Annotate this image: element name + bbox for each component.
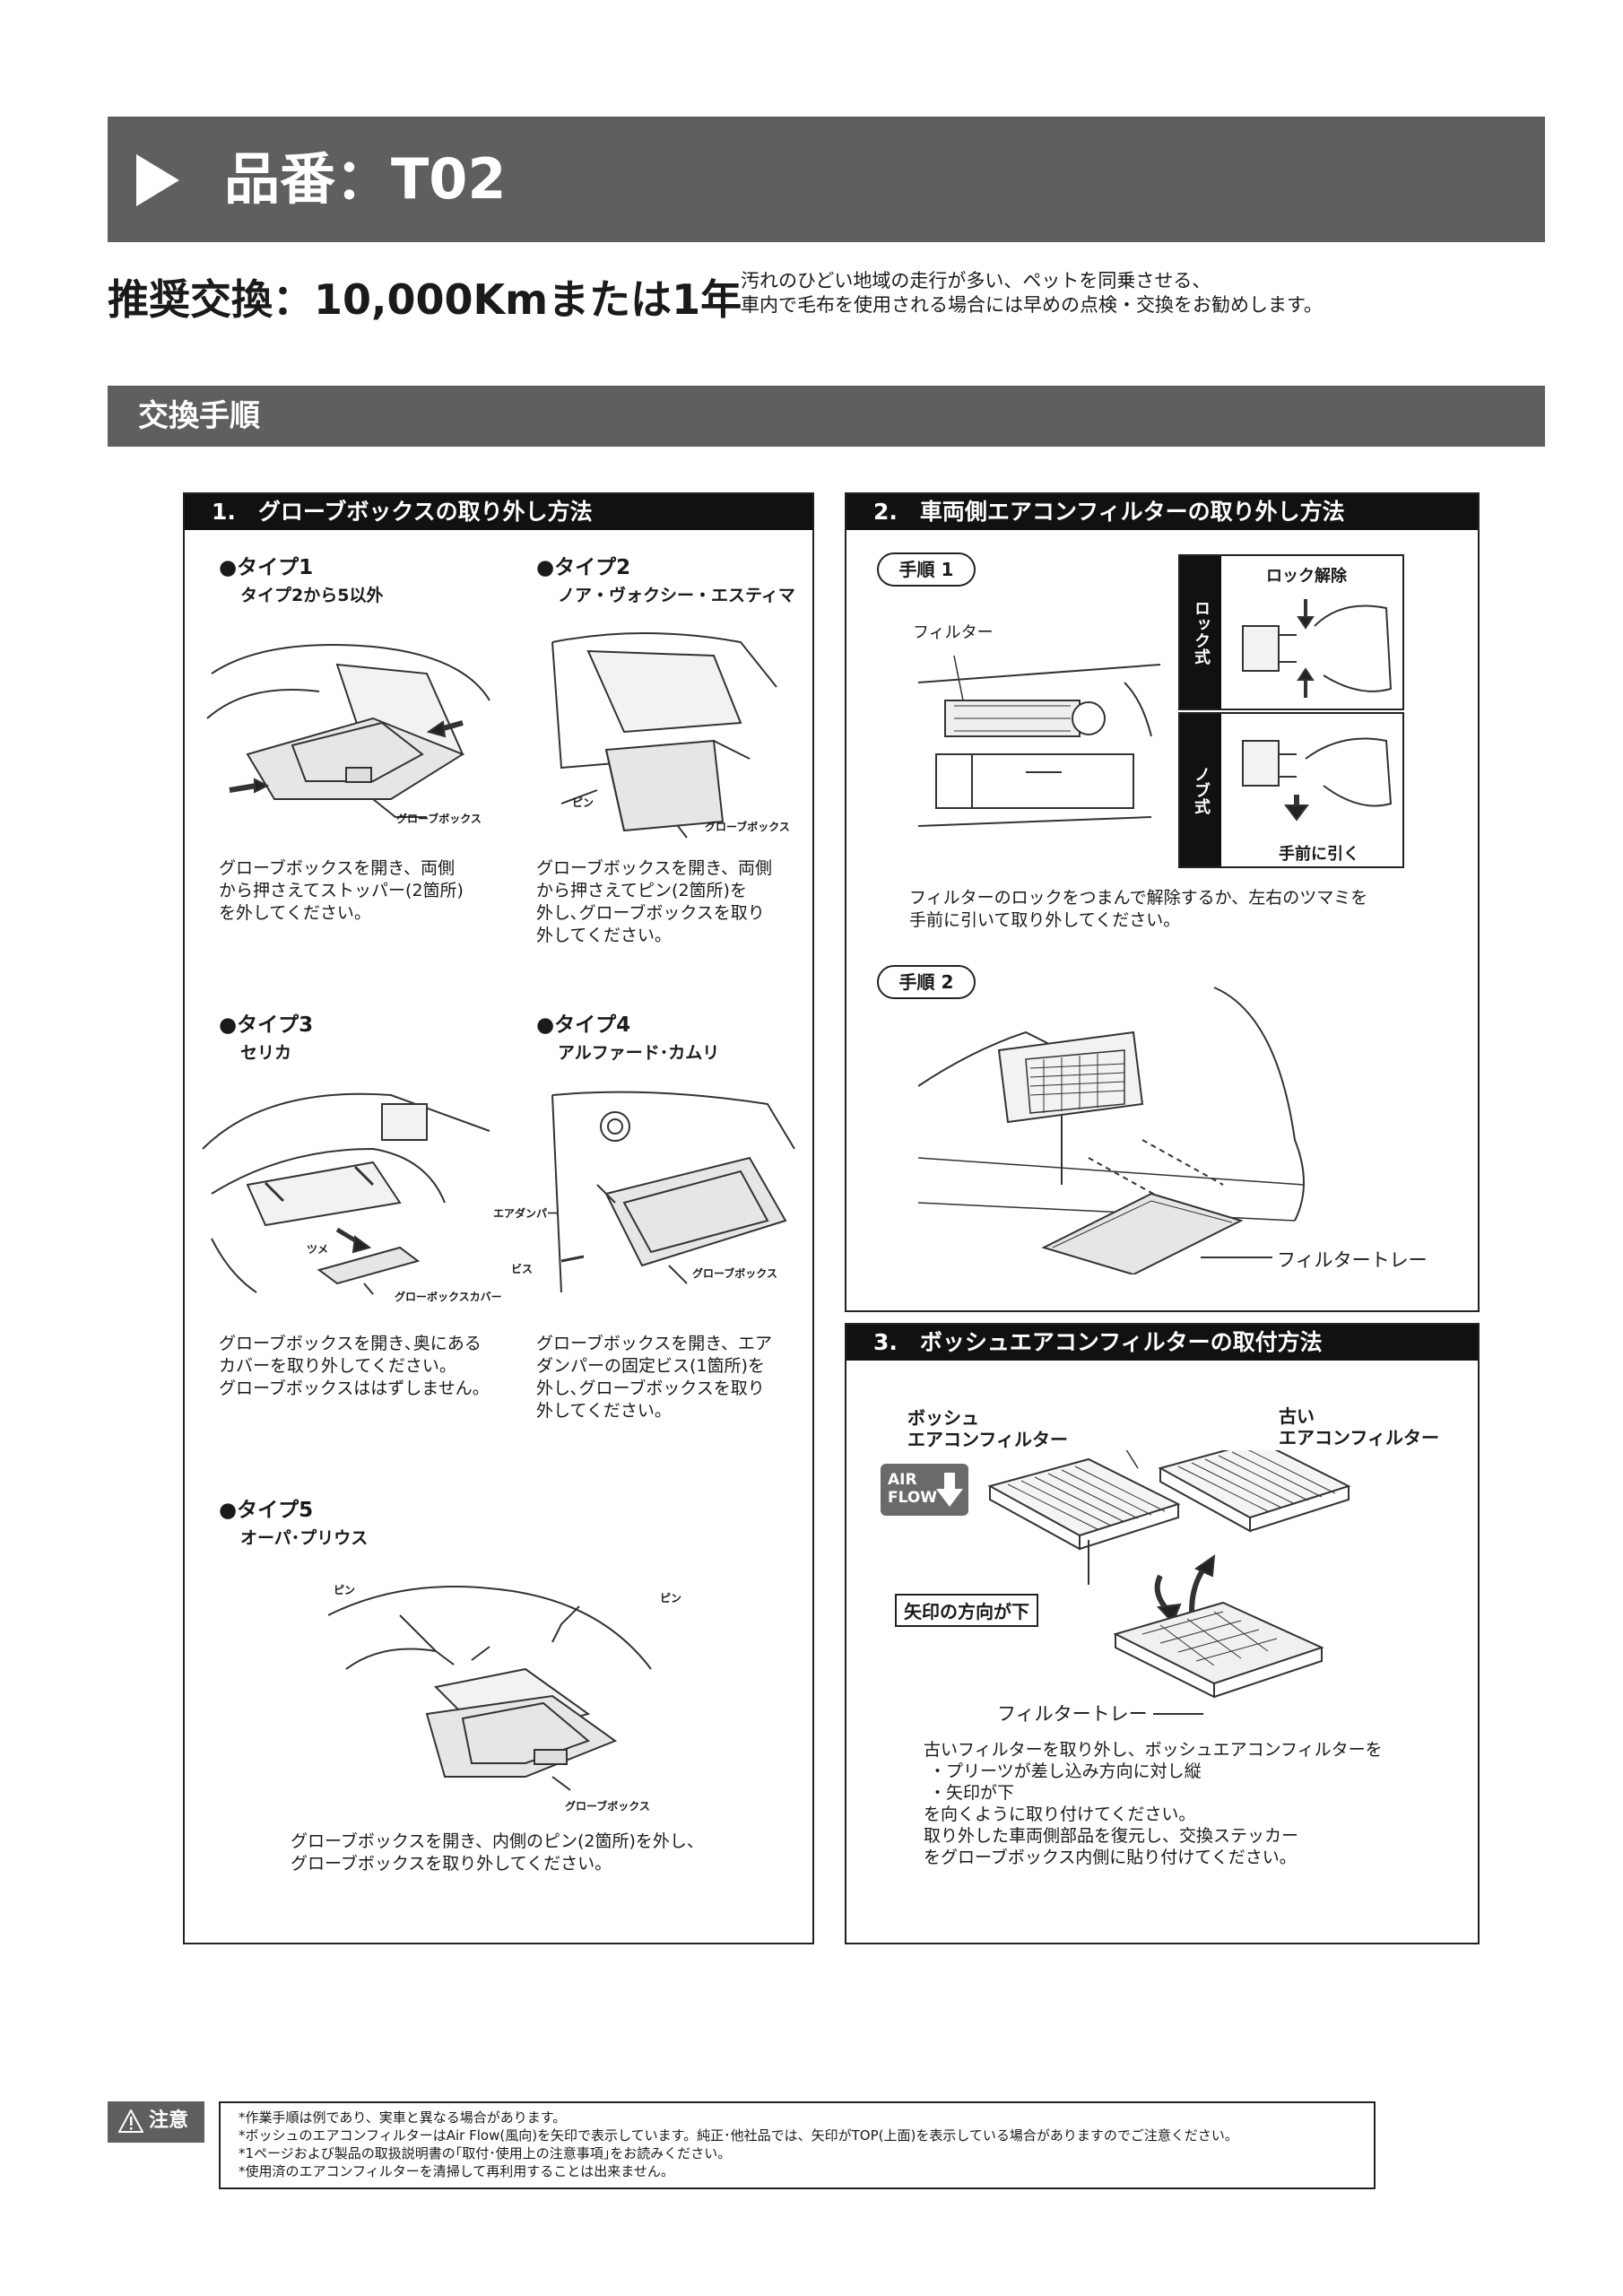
type3-caption-tab: ツメ: [307, 1241, 328, 1257]
type4-caption-glovebox: グローブボックス: [692, 1265, 777, 1281]
dash-illustration: [918, 647, 1160, 835]
type3-sub: セリカ: [240, 1039, 291, 1064]
type5-caption-pin-left: ピン: [334, 1582, 355, 1597]
type2-sub: ノア・ヴォクシー・エスティマ: [558, 582, 795, 606]
section-title: 交換手順: [138, 395, 260, 438]
type1-illustration: [194, 620, 499, 826]
tray-leader: [1153, 1713, 1203, 1715]
panel-heading: 2. 車両側エアコンフィルターの取り外し方法: [846, 494, 1478, 530]
lock-type-side: ロック式: [1180, 556, 1221, 709]
install-desc: 古いフィルターを取り外し、ボッシュエアコンフィルターを ・プリーツが差し込み方向…: [924, 1739, 1383, 1868]
type4-desc: グローブボックスを開き、エア ダンパーの固定ビス(1箇所)を 外し､グローブボッ…: [536, 1333, 772, 1422]
page-title: 品番：T02: [224, 144, 507, 215]
step2-tray-leader: [1201, 1257, 1272, 1258]
type4-label: ●タイプ4: [536, 1007, 630, 1038]
type5-illustration: [328, 1561, 669, 1795]
type4-caption-screw: ビス: [511, 1261, 533, 1276]
caution-label: 注意: [149, 2109, 188, 2134]
panel-vehicle-filter-removal: 2. 車両側エアコンフィルターの取り外し方法 手順 1 フィルター ロック式 ロ…: [845, 492, 1480, 1312]
knob-pull-illustration: [1234, 723, 1395, 822]
panel-heading: 1. グローブボックスの取り外し方法: [185, 494, 812, 530]
filters-illustration: [981, 1450, 1465, 1728]
panel-heading: 3. ボッシュエアコンフィルターの取付方法: [846, 1325, 1478, 1361]
panel-glovebox-removal: 1. グローブボックスの取り外し方法 ●タイプ1 タイプ2から5以外 グローブボ…: [183, 492, 814, 1944]
filter-label: フィルター: [913, 620, 994, 643]
pull-forward-label: 手前に引く: [1279, 841, 1359, 865]
tray-label: フィルタートレー: [997, 1700, 1148, 1726]
type5-sub: オーパ･プリウス: [240, 1525, 368, 1549]
type3-illustration: [194, 1077, 499, 1301]
type1-caption-glovebox: グローブボックス: [396, 811, 482, 826]
header-bar: 品番：T02: [108, 117, 1545, 242]
recommend-title: 推奨交換：10,000Kmまたは1年: [108, 267, 742, 326]
warning-icon: [118, 2109, 143, 2133]
old-filter-label: 古い エアコンフィルター: [1279, 1405, 1439, 1448]
arrow-down-icon: [936, 1473, 963, 1507]
step1-pill: 手順 1: [877, 552, 976, 587]
arrow-direction-label: 矢印の方向が下: [895, 1594, 1038, 1627]
type2-caption-pin: ピン: [572, 795, 594, 810]
type2-caption-glovebox: グローブボックス: [705, 819, 790, 834]
type1-desc: グローブボックスを開き、両側 から押さえてストッパー(2箇所) を外してください…: [219, 857, 464, 925]
step2-tray-label: フィルタートレー: [1277, 1246, 1428, 1273]
knob-type-side: ノブ式: [1180, 714, 1221, 866]
lock-release-label: ロック解除: [1266, 563, 1347, 587]
type5-caption-pin-right: ピン: [660, 1590, 681, 1605]
caution-lines: *作業手順は例であり、実車と異なる場合があります。 *ボッシュのエアコンフィルタ…: [239, 2109, 1238, 2180]
bosch-filter-label: ボッシュ エアコンフィルター: [907, 1407, 1068, 1450]
type3-label: ●タイプ3: [219, 1007, 313, 1038]
type2-desc: グローブボックスを開き、両側 から押さえてピン(2箇所)を 外し､グローブボック…: [536, 857, 772, 947]
type5-label: ●タイプ5: [219, 1492, 313, 1523]
step2-illustration: [918, 978, 1456, 1274]
lock-type-box: ロック式 ロック解除: [1178, 554, 1404, 710]
knob-type-box: ノブ式 手前に引く: [1178, 712, 1404, 868]
panel-bosch-filter-install: 3. ボッシュエアコンフィルターの取付方法 ボッシュ エアコンフィルター 古い …: [845, 1323, 1480, 1944]
type1-label: ●タイプ1: [219, 550, 313, 580]
type4-sub: アルファード･カムリ: [558, 1039, 719, 1064]
play-triangle-icon: [136, 154, 179, 206]
type3-caption-cover: グローボックスカバー: [395, 1289, 502, 1304]
airflow-badge: AIR FLOW: [881, 1464, 968, 1516]
type5-caption-glovebox: グローブボックス: [565, 1798, 650, 1813]
type1-sub: タイプ2から5以外: [240, 582, 383, 606]
type4-caption-damper: エアダンパー: [493, 1205, 558, 1221]
caution-badge: 注意: [108, 2101, 204, 2143]
caution-box: *作業手順は例であり、実車と異なる場合があります。 *ボッシュのエアコンフィルタ…: [219, 2101, 1376, 2189]
section-bar: 交換手順: [108, 386, 1545, 447]
lock-release-illustration: [1234, 590, 1395, 702]
type5-desc: グローブボックスを開き、内側のピン(2箇所)を外し、 グローブボックスを取り外し…: [291, 1831, 704, 1875]
recommend-note: 汚れのひどい地域の走行が多い、ペットを同乗させる、 車内で毛布を使用される場合に…: [741, 269, 1323, 317]
step1-desc: フィルターのロックをつまんで解除するか、左右のツマミを 手前に引いて取り外してく…: [909, 887, 1367, 932]
type2-label: ●タイプ2: [536, 550, 630, 580]
type3-desc: グローブボックスを開き､奥にある カバーを取り外してください。 グローブボックス…: [219, 1333, 490, 1400]
